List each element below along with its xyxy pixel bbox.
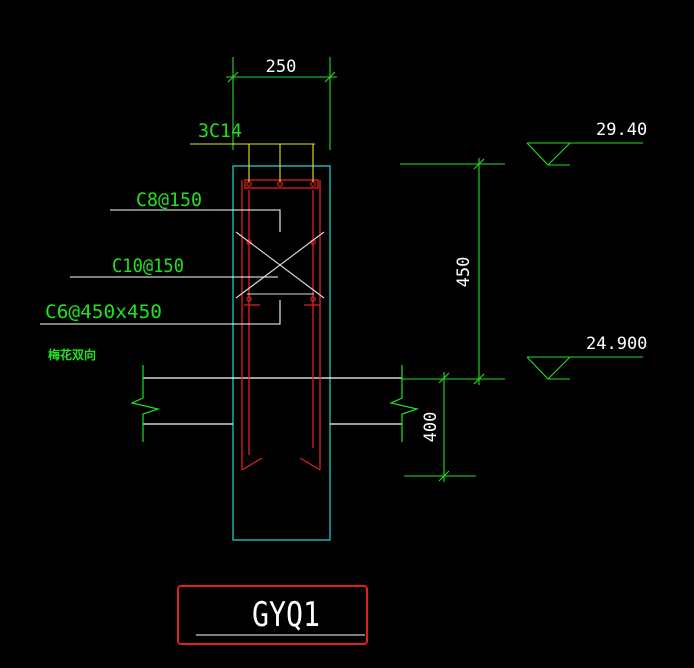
dim-slab-depth-label: 400 (421, 412, 441, 443)
break-symbols (130, 365, 420, 442)
dim-tick-bottom (438, 470, 450, 482)
hook-left-a (241, 457, 263, 471)
tie-label: C6@450x450 (45, 301, 162, 323)
leader-line (110, 209, 281, 232)
break-symbol-right (389, 365, 420, 442)
wall-lower-outline (232, 378, 331, 541)
elevation-mark-top (526, 142, 643, 166)
title-label[interactable]: GYQ1 (252, 595, 320, 635)
top-bars-label: 3C14 (198, 120, 242, 142)
elevation-triangle (526, 356, 571, 380)
dim-top-width (226, 57, 337, 150)
diagonal-bars (235, 231, 325, 299)
top-stirrup-box (244, 179, 319, 189)
dim-slab-depth (404, 372, 476, 482)
elevation-bottom-label: 24.900 (586, 334, 647, 354)
bar-dot (277, 181, 283, 187)
dim-wall-height-label: 450 (454, 257, 474, 288)
break-symbol-left (130, 365, 161, 442)
dim-tick-left (227, 71, 239, 83)
bar-dot (246, 181, 252, 187)
wall-upper-outline (232, 165, 331, 378)
dim-tick-right (324, 71, 336, 83)
dim-tick-bottom (473, 373, 485, 385)
stirrup-label: C8@150 (136, 189, 202, 211)
dim-tick-top (473, 158, 485, 170)
elevation-top-label: 29.40 (596, 120, 647, 140)
elevation-triangle (526, 142, 571, 166)
leader-top-bars (190, 143, 315, 182)
bar-dot (310, 296, 316, 302)
diagonal-label: C10@150 (112, 255, 184, 277)
dim-top-width-label: 250 (266, 57, 297, 77)
rebar-cage (241, 179, 321, 471)
leader-tie (40, 300, 281, 325)
tie-note: 梅花双向 (48, 347, 96, 362)
title-highlight-box[interactable] (177, 585, 368, 645)
wall-outline (232, 165, 331, 541)
bar-dot (310, 181, 316, 187)
slab-lines (143, 377, 402, 425)
diagonal-bar-2 (235, 231, 325, 299)
dim-tick-top (438, 372, 450, 384)
elevation-mark-bottom (526, 356, 643, 380)
leader-line (40, 300, 281, 325)
leader-stirrup (110, 209, 281, 232)
bar-dot (246, 239, 252, 245)
dim-wall-height (400, 158, 505, 385)
bar-dot (246, 296, 252, 302)
hook-right-a (299, 457, 321, 471)
